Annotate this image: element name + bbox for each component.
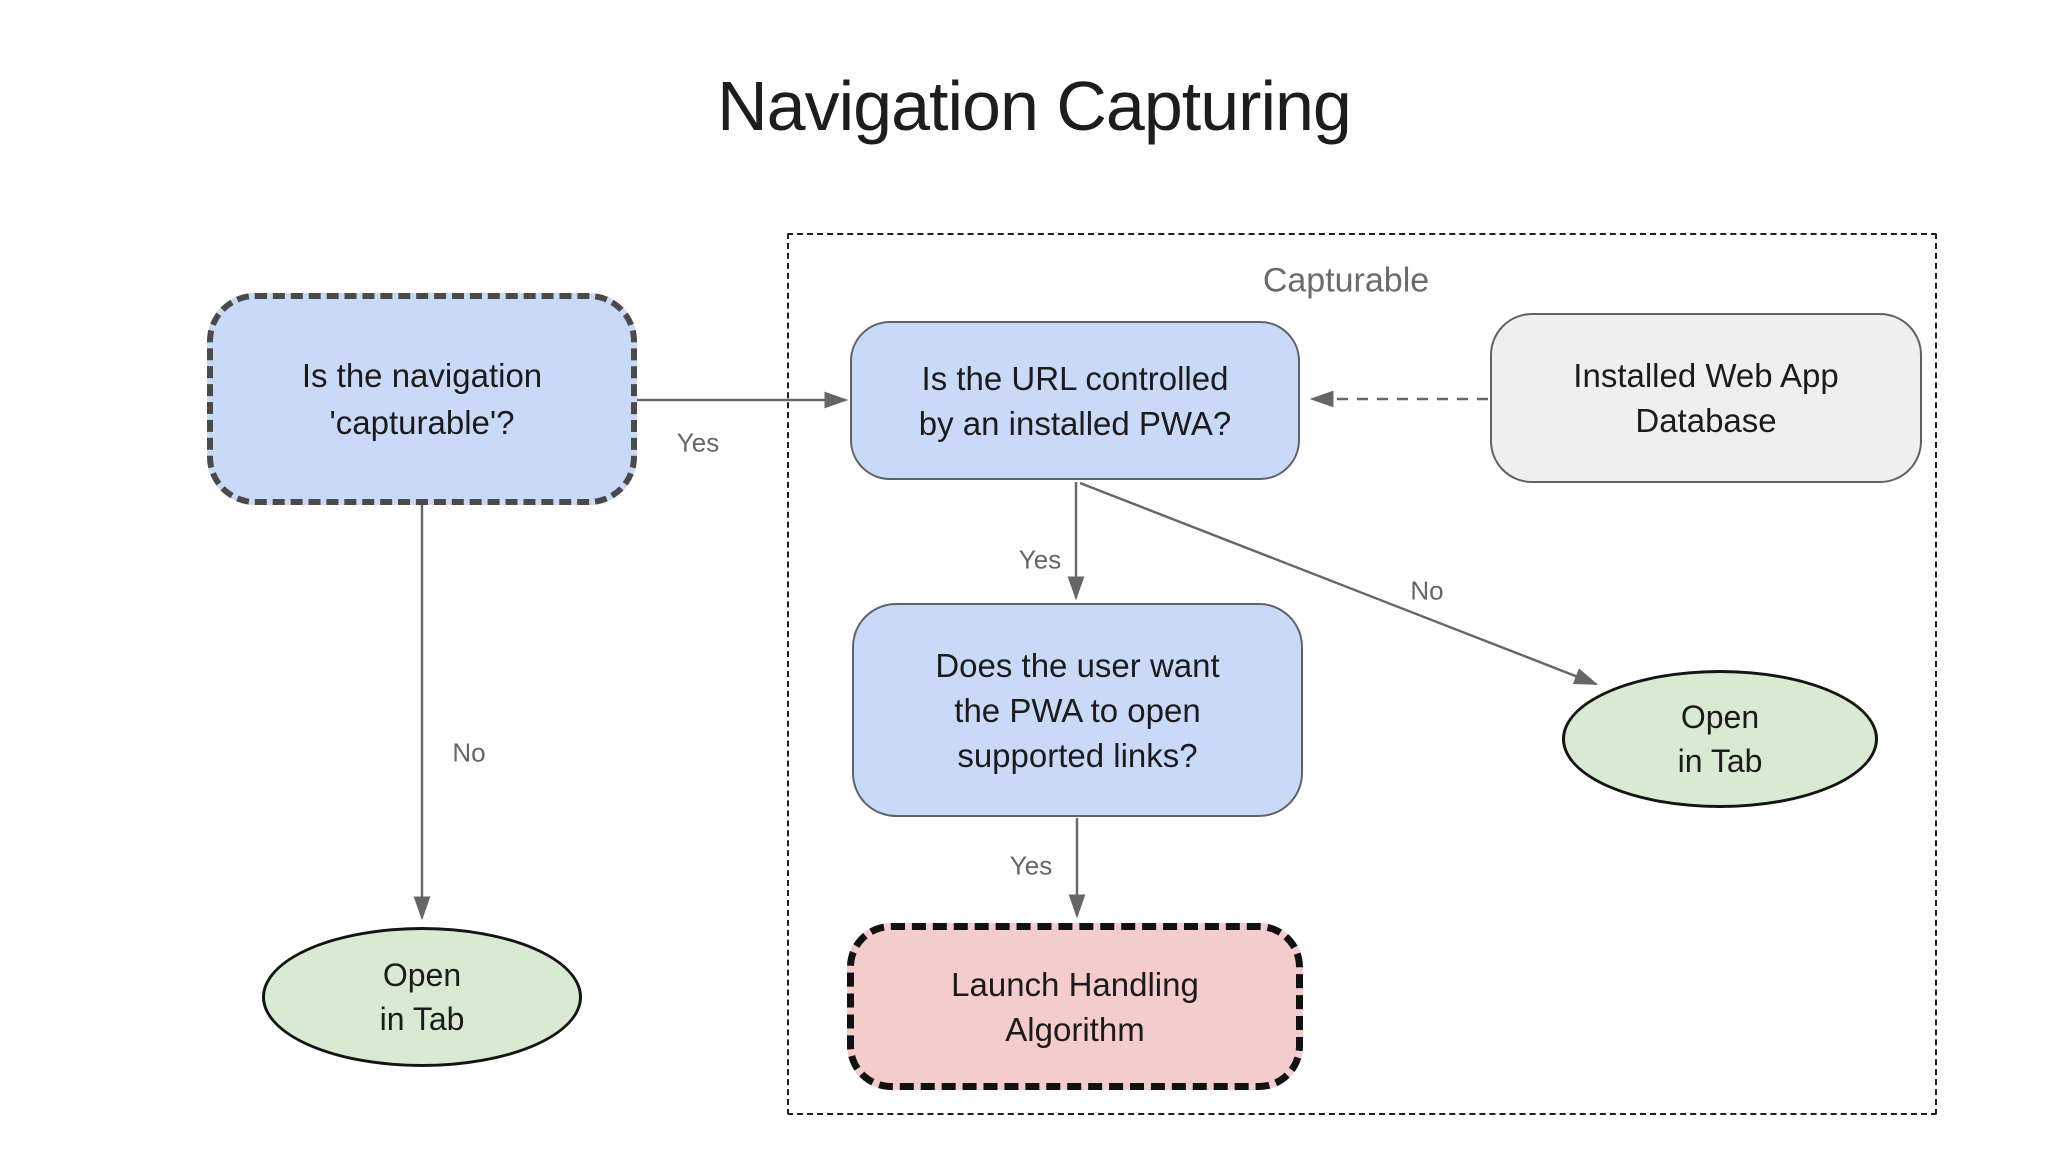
node-text-line: Installed Web App <box>1573 357 1839 394</box>
node-text-line: Algorithm <box>1005 1010 1145 1048</box>
edge-label-yes: Yes <box>676 427 720 458</box>
node-is-navigation-capturable: Is the navigation 'capturable'? <box>207 293 637 505</box>
node-text-line: Database <box>1635 402 1777 439</box>
node-text-line: the PWA to open <box>954 691 1201 729</box>
edge-label-yes: Yes <box>1018 544 1062 575</box>
edge-label-yes: Yes <box>1009 850 1053 881</box>
node-open-in-tab-right: Open in Tab <box>1562 670 1878 808</box>
node-text-line: in Tab <box>1677 743 1763 779</box>
node-text-line: Is the navigation <box>301 357 543 394</box>
node-text-line: Open <box>382 957 462 993</box>
node-text-line: by an installed PWA? <box>918 404 1232 442</box>
node-is-url-controlled-by-pwa: Is the URL controlled by an installed PW… <box>850 321 1300 480</box>
page-title: Navigation Capturing <box>717 67 1352 145</box>
edge-label-no: No <box>1410 575 1444 606</box>
node-text-line: Open <box>1680 699 1760 735</box>
edge-url-no <box>1079 481 1599 686</box>
capturable-group-frame <box>787 233 1937 1115</box>
node-does-user-want-pwa-open-links: Does the user want the PWA to open suppo… <box>852 603 1303 817</box>
node-text-line: Is the URL controlled <box>921 359 1229 397</box>
node-installed-web-app-database: Installed Web App Database <box>1490 313 1922 483</box>
node-text-line: 'capturable'? <box>329 404 515 441</box>
node-text-line: in Tab <box>379 1001 465 1037</box>
node-text-line: supported links? <box>957 736 1198 774</box>
node-open-in-tab-left: Open in Tab <box>262 927 582 1067</box>
node-launch-handling-algorithm: Launch Handling Algorithm <box>847 923 1303 1090</box>
node-text-line: Does the user want <box>935 646 1220 684</box>
edge-label-no: No <box>452 737 486 768</box>
capturable-group-label: Capturable <box>1262 261 1430 300</box>
node-text-line: Launch Handling <box>951 965 1199 1003</box>
